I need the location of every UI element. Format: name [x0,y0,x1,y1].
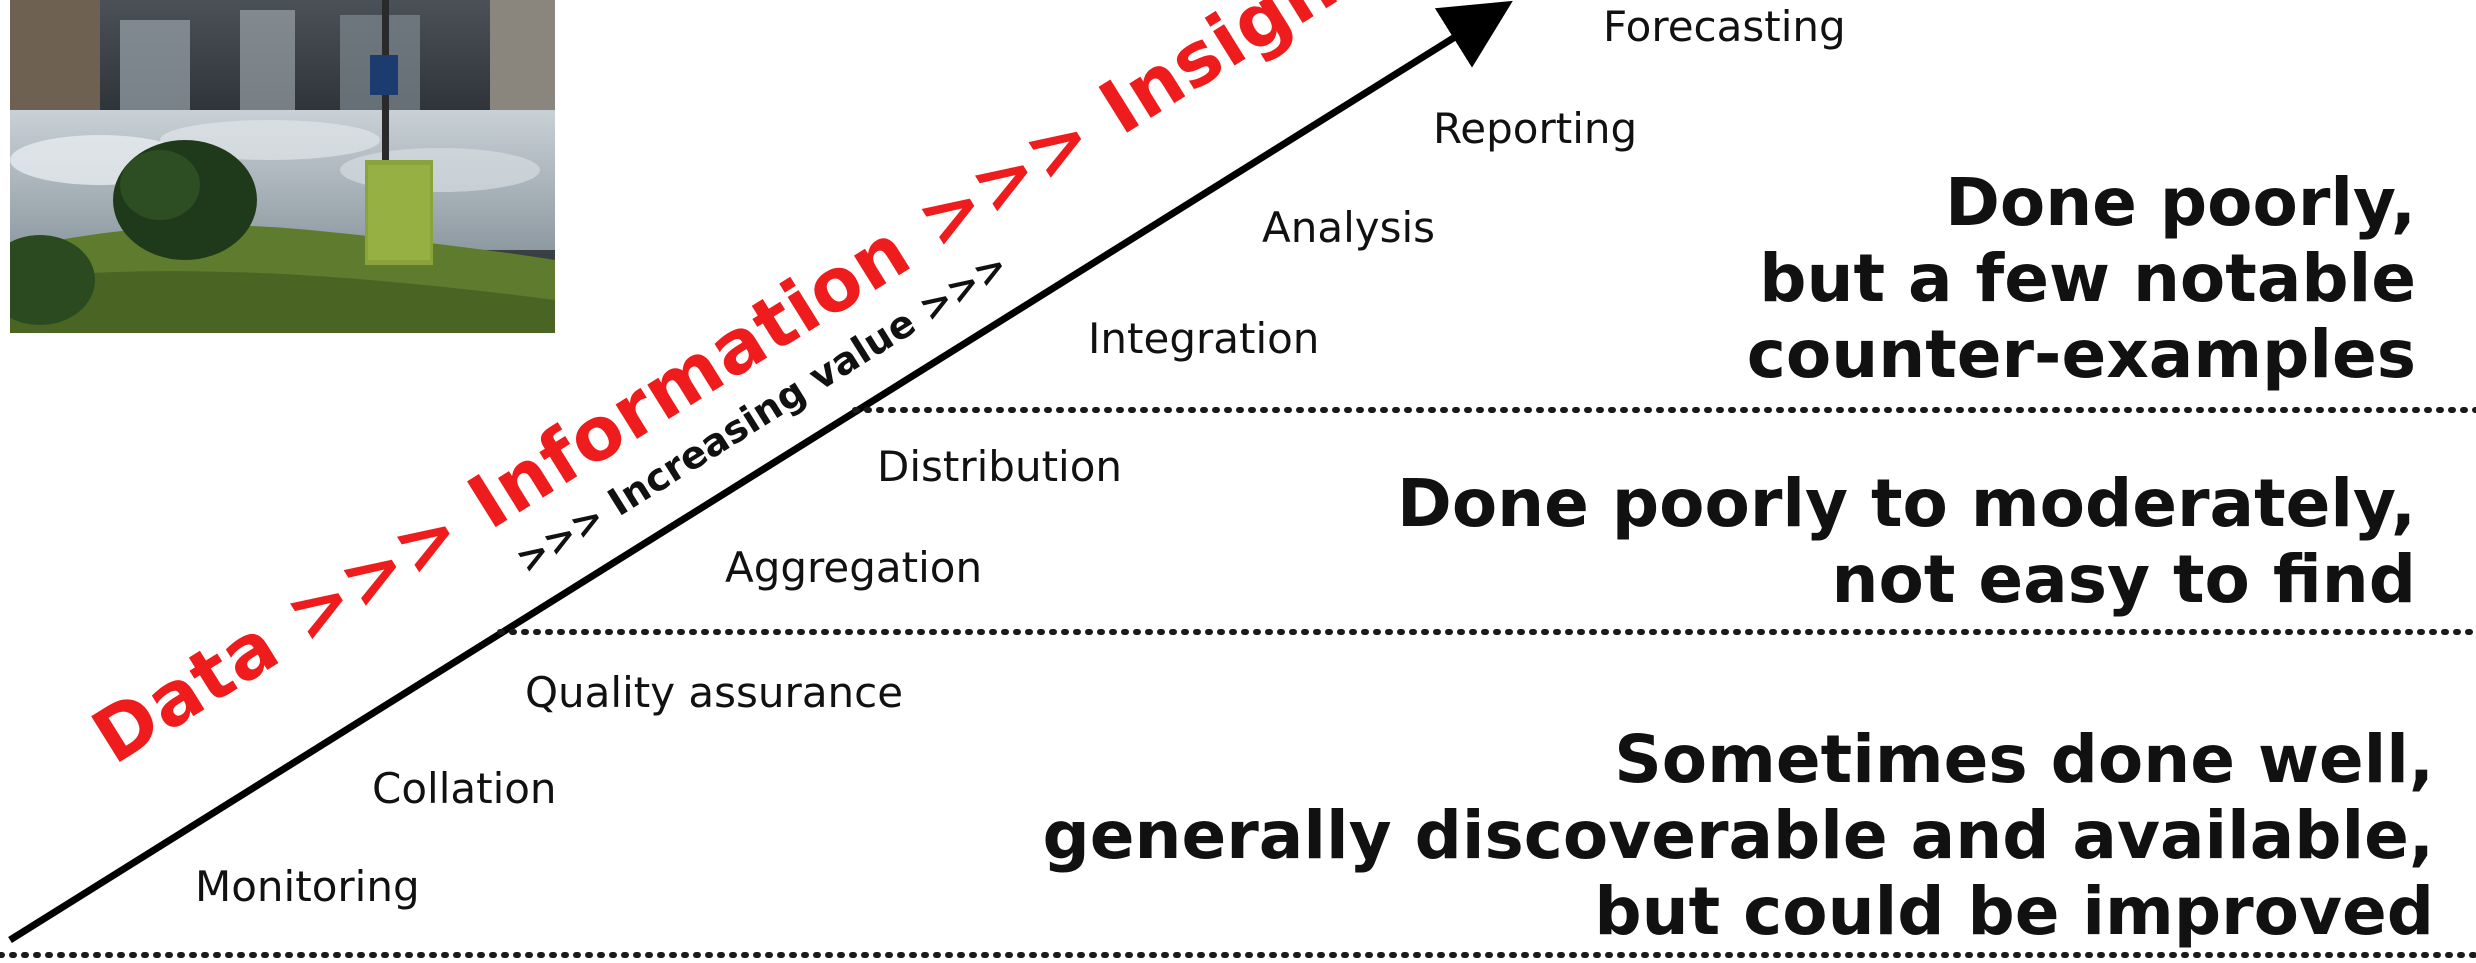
step-quality-assurance: Quality assurance [525,668,904,717]
assessment-top-line-1: Done poorly, [1945,164,2416,241]
assessment-bottom-line-1: Sometimes done well, [1614,721,2434,798]
step-reporting: Reporting [1433,104,1638,153]
assessment-bottom: Sometimes done well, generally discovera… [1042,722,2434,950]
assessment-top-line-3: counter-examples [1746,316,2416,393]
assessment-bottom-line-3: but could be improved [1594,873,2434,950]
step-analysis: Analysis [1262,203,1436,252]
dam-monitoring-photo [10,0,555,333]
step-monitoring: Monitoring [195,862,420,911]
step-forecasting: Forecasting [1603,2,1846,51]
step-collation: Collation [372,764,557,813]
assessment-middle-line-1: Done poorly to moderately, [1397,465,2416,542]
assessment-top: Done poorly, but a few notable counter-e… [1747,165,2416,393]
assessment-top-line-2: but a few notable [1759,240,2416,317]
assessment-middle: Done poorly to moderately, not easy to f… [1397,466,2416,618]
assessment-middle-line-2: not easy to find [1831,541,2416,618]
step-integration: Integration [1088,314,1320,363]
step-aggregation: Aggregation [725,543,983,592]
assessment-bottom-line-2: generally discoverable and available, [1042,797,2434,874]
value-arrow [8,0,1513,943]
step-distribution: Distribution [877,442,1123,491]
photo-illustration [10,0,555,333]
